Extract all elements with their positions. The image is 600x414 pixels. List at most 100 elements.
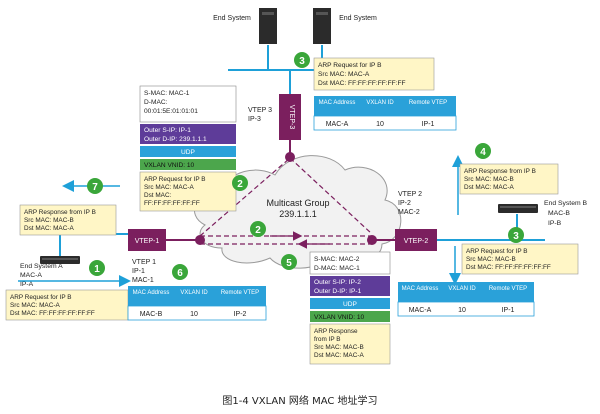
packet-left: S-MAC: MAC-1 D-MAC: 00:01:5E:01:01:01 Ou… bbox=[139, 85, 237, 212]
vtep3-node bbox=[279, 94, 301, 140]
svg-text:Dst MAC: FF:FF:FF:FF:FF:FF: Dst MAC: FF:FF:FF:FF:FF:FF bbox=[10, 310, 95, 317]
svg-text:Dst MAC:: Dst MAC: bbox=[144, 192, 172, 199]
vtep2-mac-table: MAC Address VXLAN ID Remote VTEP MAC-A 1… bbox=[397, 282, 535, 317]
figure-caption: 图1-4 VXLAN 网络 MAC 地址学习 bbox=[222, 396, 378, 407]
svg-text:Dst MAC: MAC-A: Dst MAC: MAC-A bbox=[464, 184, 514, 191]
end-system-b-ip: IP-B bbox=[548, 220, 562, 227]
svg-text:Src MAC: MAC-B: Src MAC: MAC-B bbox=[464, 176, 514, 183]
note-step7 bbox=[19, 204, 117, 236]
svg-text:2: 2 bbox=[237, 179, 243, 190]
svg-text:Src MAC: MAC-B: Src MAC: MAC-B bbox=[24, 217, 74, 224]
svg-text:S-MAC: MAC-2: S-MAC: MAC-2 bbox=[314, 256, 360, 263]
step-4-badge bbox=[475, 143, 491, 159]
vtep3-mac-table: MAC Address VXLAN ID Remote VTEP MAC-A 1… bbox=[313, 96, 457, 131]
vtep2-info-mac: MAC-2 bbox=[398, 209, 420, 216]
svg-text:Src MAC: MAC-A: Src MAC: MAC-A bbox=[318, 71, 370, 78]
svg-text:6: 6 bbox=[177, 268, 183, 279]
svg-text:7: 7 bbox=[92, 182, 98, 193]
svg-text:MAC-A: MAC-A bbox=[326, 121, 349, 128]
svg-text:VXLAN ID: VXLAN ID bbox=[180, 290, 208, 296]
end-system-a-name: End System A bbox=[20, 263, 63, 270]
vtep2-info-name: VTEP 2 bbox=[398, 191, 422, 198]
svg-text:MAC Address: MAC Address bbox=[319, 100, 356, 106]
svg-text:MAC Address: MAC Address bbox=[402, 286, 439, 292]
vtep1-info-name: VTEP 1 bbox=[132, 259, 156, 266]
vtep1-mac-table: MAC Address VXLAN ID Remote VTEP MAC-B 1… bbox=[127, 286, 267, 321]
svg-text:Dst MAC: MAC-A: Dst MAC: MAC-A bbox=[314, 352, 364, 359]
svg-text:Outer S-IP: IP-1: Outer S-IP: IP-1 bbox=[144, 127, 191, 134]
svg-text:ARP Request for IP B: ARP Request for IP B bbox=[466, 248, 528, 255]
svg-text:00:01:5E:01:01:01: 00:01:5E:01:01:01 bbox=[144, 108, 198, 115]
svg-text:IP-1: IP-1 bbox=[422, 121, 435, 128]
svg-text:IP-2: IP-2 bbox=[234, 311, 247, 318]
end-system-top-left-label: End System bbox=[213, 15, 251, 22]
vtep2-label: VTEP-2 bbox=[404, 238, 429, 245]
vtep1-node bbox=[128, 229, 166, 251]
svg-text:ARP Request for IP B: ARP Request for IP B bbox=[144, 176, 206, 183]
svg-text:VXLAN VNID: 10: VXLAN VNID: 10 bbox=[144, 162, 195, 169]
svg-text:from IP B: from IP B bbox=[314, 336, 341, 343]
svg-text:Dst MAC: FF:FF:FF:FF:FF:FF: Dst MAC: FF:FF:FF:FF:FF:FF bbox=[318, 80, 406, 87]
end-system-b-name: End System B bbox=[544, 200, 588, 207]
svg-text:Src MAC: MAC-A: Src MAC: MAC-A bbox=[10, 302, 60, 309]
end-system-b bbox=[498, 204, 538, 213]
svg-text:Src MAC: MAC-B: Src MAC: MAC-B bbox=[466, 256, 516, 263]
svg-text:Src MAC: MAC-A: Src MAC: MAC-A bbox=[144, 184, 194, 191]
svg-text:10: 10 bbox=[458, 307, 466, 314]
step-7-badge bbox=[87, 178, 103, 194]
svg-text:5: 5 bbox=[286, 258, 292, 269]
step-2-lower-badge bbox=[250, 221, 266, 237]
note-step1 bbox=[5, 289, 129, 321]
svg-text:UDP: UDP bbox=[181, 149, 196, 156]
vtep1-info-mac: MAC-1 bbox=[132, 277, 154, 284]
end-system-a-ip: IP-A bbox=[20, 281, 34, 288]
end-system-top-left bbox=[259, 8, 277, 44]
svg-text:1: 1 bbox=[94, 264, 100, 275]
svg-text:3: 3 bbox=[299, 56, 305, 67]
svg-text:Outer D-IP: IP-1: Outer D-IP: IP-1 bbox=[314, 288, 362, 295]
vtep3-label: VTEP-3 bbox=[288, 105, 295, 130]
svg-text:FF:FF:FF:FF:FF:FF: FF:FF:FF:FF:FF:FF bbox=[144, 200, 200, 207]
svg-text:VXLAN ID: VXLAN ID bbox=[448, 286, 476, 292]
multicast-label: Multicast Group bbox=[266, 198, 329, 208]
svg-text:Outer D-IP: 239.1.1.1: Outer D-IP: 239.1.1.1 bbox=[144, 136, 207, 143]
end-system-a bbox=[40, 256, 80, 264]
end-system-b-mac: MAC-B bbox=[548, 210, 570, 217]
note-step3-right bbox=[461, 243, 579, 275]
vtep1-info-ip: IP-1 bbox=[132, 268, 145, 275]
end-system-top-right-label: End System bbox=[339, 15, 377, 22]
svg-text:VXLAN ID: VXLAN ID bbox=[366, 100, 394, 106]
tunnel-arrows bbox=[270, 231, 330, 249]
step-1-badge bbox=[89, 260, 105, 276]
svg-text:VXLAN VNID: 10: VXLAN VNID: 10 bbox=[314, 314, 365, 321]
vtep2-info-ip: IP-2 bbox=[398, 200, 411, 207]
svg-text:3: 3 bbox=[513, 231, 519, 242]
svg-text:IP-1: IP-1 bbox=[502, 307, 515, 314]
svg-text:2: 2 bbox=[255, 225, 261, 236]
vtep1-label: VTEP-1 bbox=[135, 238, 160, 245]
step-2-upper-badge bbox=[232, 175, 248, 191]
svg-text:ARP Response from IP B: ARP Response from IP B bbox=[24, 209, 96, 216]
note-step3-top bbox=[313, 57, 435, 91]
svg-text:Remote VTEP: Remote VTEP bbox=[489, 286, 527, 292]
svg-text:Dst MAC: MAC-A: Dst MAC: MAC-A bbox=[24, 225, 74, 232]
svg-text:D-MAC: MAC-1: D-MAC: MAC-1 bbox=[314, 265, 360, 272]
step-3-top-badge bbox=[294, 52, 310, 68]
svg-text:10: 10 bbox=[190, 311, 198, 318]
vtep2-node bbox=[395, 229, 437, 251]
svg-text:UDP: UDP bbox=[343, 301, 358, 308]
note-step4 bbox=[459, 163, 559, 195]
end-system-a-mac: MAC-A bbox=[20, 272, 42, 279]
vtep3-info-name: VTEP 3 bbox=[248, 107, 272, 114]
svg-text:MAC-B: MAC-B bbox=[140, 311, 163, 318]
svg-text:Remote VTEP: Remote VTEP bbox=[409, 100, 447, 106]
svg-text:MAC Address: MAC Address bbox=[133, 290, 170, 296]
svg-text:Src MAC: MAC-B: Src MAC: MAC-B bbox=[314, 344, 364, 351]
svg-text:D-MAC:: D-MAC: bbox=[144, 99, 168, 106]
svg-text:4: 4 bbox=[480, 147, 486, 158]
step-5-badge bbox=[281, 254, 297, 270]
end-system-top-right bbox=[313, 8, 331, 44]
step-3-right-badge bbox=[508, 227, 524, 243]
svg-text:ARP Response: ARP Response bbox=[314, 328, 358, 335]
